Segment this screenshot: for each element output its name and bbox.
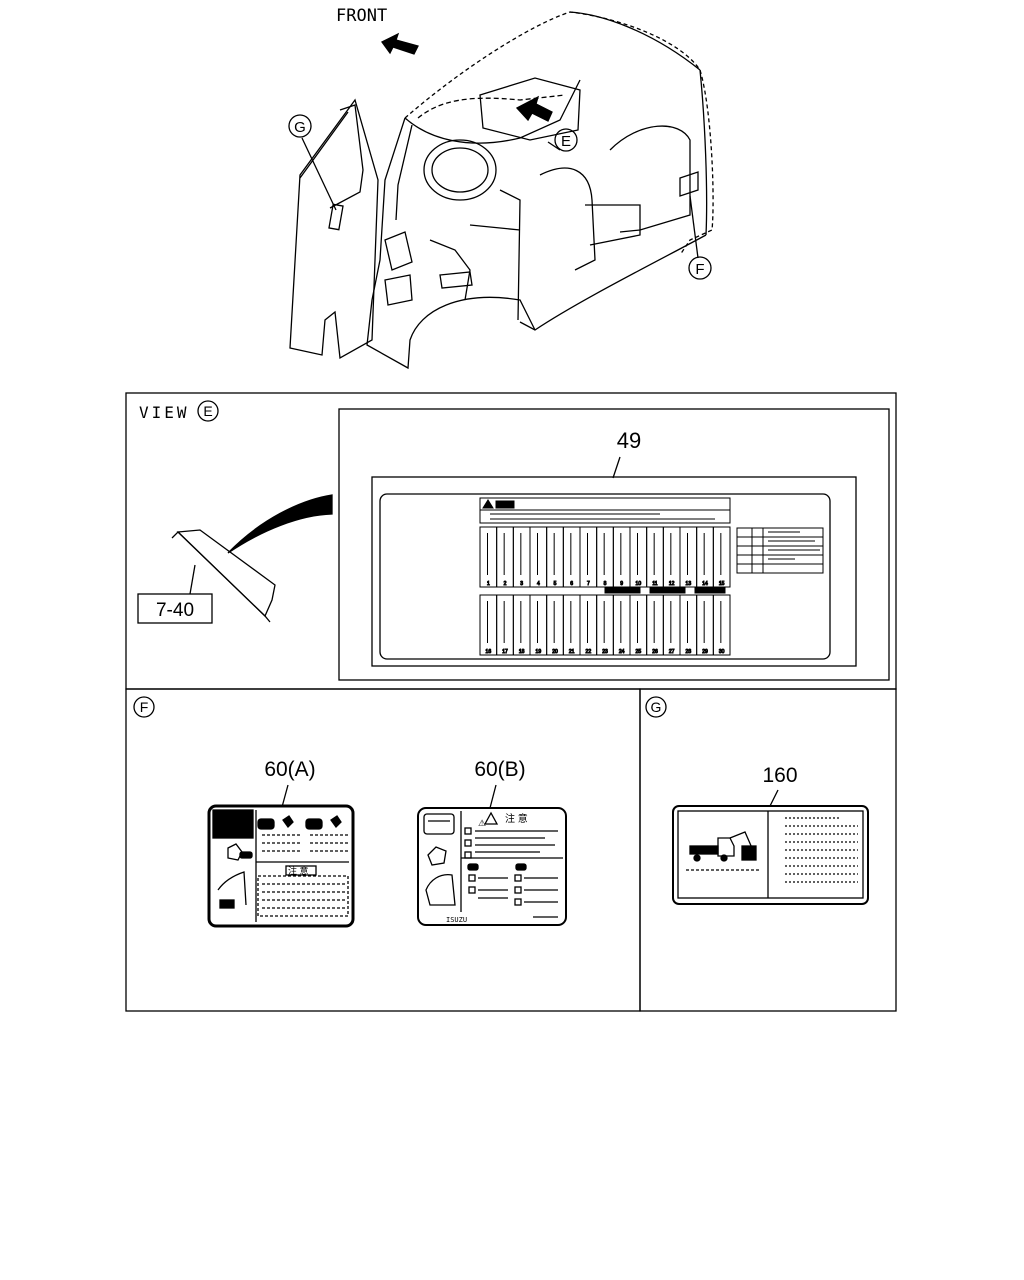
fuse-number: 2 xyxy=(504,581,507,587)
fuse-number: 18 xyxy=(519,649,525,655)
fuse-number: 28 xyxy=(686,649,692,655)
fuse-cell xyxy=(479,594,498,656)
part-49-label: 49 xyxy=(617,428,641,453)
label-60b-header-glyphs: 注 意 xyxy=(505,812,528,825)
fuse-number: 14 xyxy=(702,581,708,587)
front-label: FRONT xyxy=(336,6,387,26)
callout-e-circle xyxy=(554,128,578,152)
ref-part-box xyxy=(137,593,213,624)
fuse-cell xyxy=(512,594,531,656)
fuse-cell xyxy=(529,526,548,588)
fuse-number: 17 xyxy=(502,649,508,655)
fuse-number: 12 xyxy=(669,581,675,587)
fuse-cell xyxy=(679,594,698,656)
fuse-cell xyxy=(596,526,614,588)
fuse-cell xyxy=(562,594,581,656)
front-arrow-icon xyxy=(381,32,419,55)
fuse-cell xyxy=(662,594,681,656)
fuse-cell xyxy=(712,594,731,656)
warning-triangle-icon xyxy=(482,499,494,509)
label-160 xyxy=(672,805,869,905)
fuse-number: 20 xyxy=(552,649,558,655)
view-e-panel xyxy=(125,392,897,690)
fuse-number: 8 xyxy=(604,581,607,587)
view-e-title: VIEW xyxy=(139,403,190,422)
part-60a-label: 60(A) xyxy=(264,758,315,781)
part-60b-label: 60(B) xyxy=(474,758,525,781)
fuse-cell xyxy=(646,594,664,656)
fuse-number: 23 xyxy=(602,649,608,655)
fuse-number: 22 xyxy=(586,649,592,655)
fuse-number: 29 xyxy=(702,649,708,655)
view-arrow-icon xyxy=(515,95,553,122)
view-g-panel xyxy=(639,688,897,1012)
fuse-number: 19 xyxy=(536,649,542,655)
fuse-number: 11 xyxy=(652,581,657,587)
fuse-cell xyxy=(579,594,598,656)
fuse-number: 26 xyxy=(652,649,658,655)
fuse-cell xyxy=(512,526,531,588)
callout-g-letter: G xyxy=(294,119,306,136)
fuse-number: 13 xyxy=(686,581,692,587)
fuse-cell xyxy=(629,526,648,588)
fuse-number: 6 xyxy=(570,581,573,587)
callout-f-letter: F xyxy=(695,261,704,278)
fuse-cell xyxy=(712,526,731,588)
fuse-cell xyxy=(596,594,614,656)
view-f-letter: F xyxy=(140,699,149,715)
callout-g-circle xyxy=(288,114,312,138)
fuse-cell xyxy=(612,526,631,588)
label-60b-brand: ISUZU xyxy=(446,916,467,924)
fuse-number: 21 xyxy=(569,649,575,655)
fuse-cell xyxy=(496,594,514,656)
label-60b-caution-glyph: ⚠ xyxy=(478,818,486,828)
part-160-label: 160 xyxy=(762,764,797,787)
fuse-cell xyxy=(696,526,714,588)
view-f-panel xyxy=(125,688,641,1012)
fuse-number: 30 xyxy=(719,649,725,655)
fuse-number: 15 xyxy=(719,581,725,587)
fuse-number: 16 xyxy=(486,649,492,655)
fuse-number: 27 xyxy=(669,649,675,655)
fuse-cell xyxy=(629,594,648,656)
fuse-row-bottom: 16 17 18 19 20 21 22 23 24 25 26 27 28 29 30 xyxy=(479,594,731,656)
fuse-legend-table xyxy=(736,527,824,574)
fuse-cell xyxy=(546,594,564,656)
label-60a-header-glyphs: 注 意 xyxy=(288,865,309,876)
callout-e-letter: E xyxy=(561,133,571,150)
view-e-letter: E xyxy=(203,403,212,419)
fuse-number: 10 xyxy=(636,581,642,587)
fuse-cell xyxy=(496,526,514,588)
fuse-cell xyxy=(646,526,664,588)
fuse-cell xyxy=(546,526,564,588)
fuse-cell xyxy=(662,526,681,588)
warning-triangle-icon xyxy=(483,811,499,825)
fuse-cell xyxy=(579,526,598,588)
fuse-cell xyxy=(612,594,631,656)
fuse-cell xyxy=(696,594,714,656)
fuse-number: 3 xyxy=(520,581,523,587)
ref-part-label: 7-40 xyxy=(156,600,194,621)
fuse-cell xyxy=(562,526,581,588)
truck-crane-icon xyxy=(686,831,760,871)
fuse-number: 7 xyxy=(587,581,590,587)
view-g-letter: G xyxy=(651,699,662,715)
fuse-number: 1 xyxy=(487,581,490,587)
label-60b xyxy=(417,807,567,926)
fuse-number: 4 xyxy=(537,581,540,587)
cab-illustration xyxy=(288,11,714,370)
label-60a xyxy=(207,804,355,928)
fuse-number: 24 xyxy=(619,649,625,655)
callout-f-circle xyxy=(688,256,712,280)
fuse-cell xyxy=(529,594,548,656)
fuse-number: 25 xyxy=(636,649,642,655)
fuse-cell xyxy=(479,526,498,588)
fuse-cell xyxy=(679,526,698,588)
fuse-number: 5 xyxy=(554,581,557,587)
fuse-number: 9 xyxy=(620,581,623,587)
